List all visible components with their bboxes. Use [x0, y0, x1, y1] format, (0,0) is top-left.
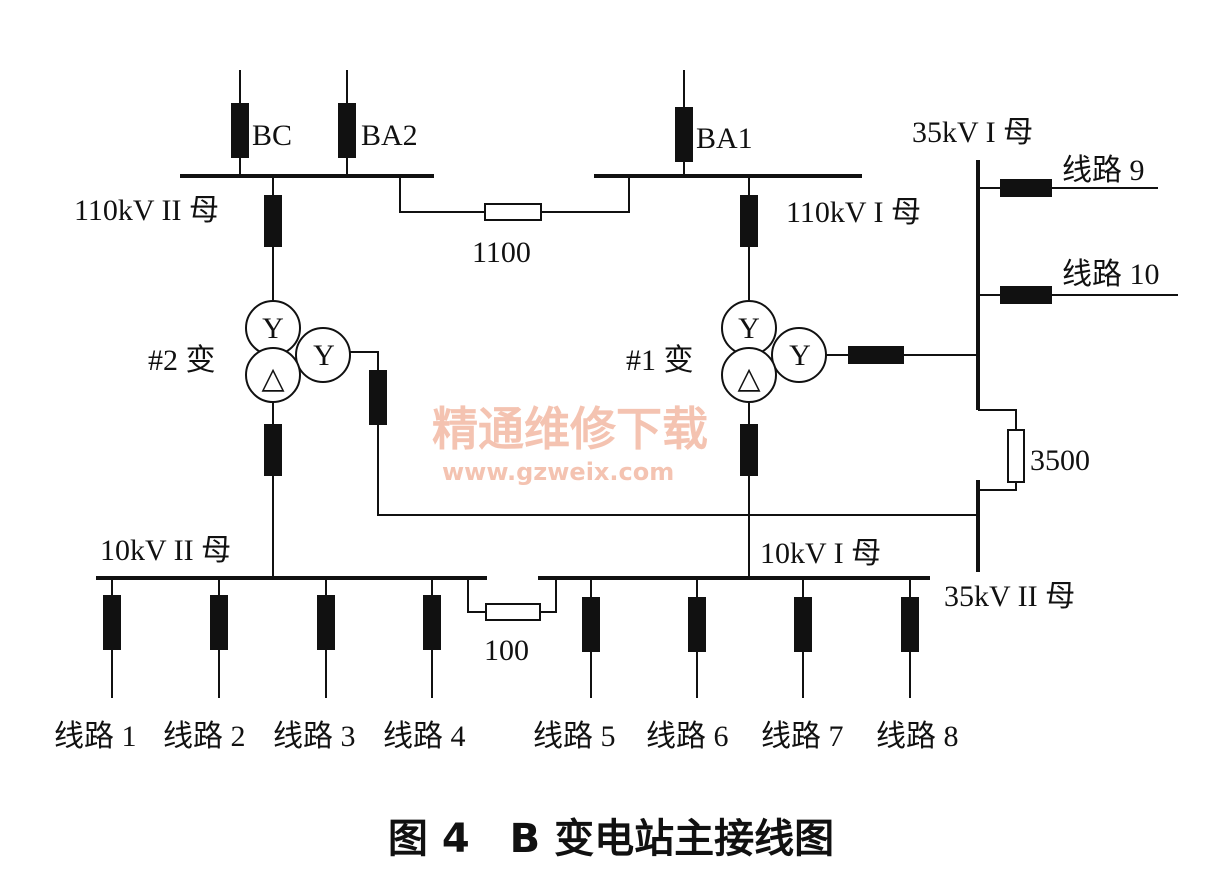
line-1-feeder: [103, 578, 121, 698]
label-line-1: 线路 1: [54, 720, 137, 753]
breaker-line-6: [688, 597, 706, 652]
t1-mv-feeder: [826, 346, 978, 364]
label-ba2: BA2: [361, 119, 418, 152]
line-5-feeder: [582, 578, 600, 698]
watermark-title: 精通维修下载: [432, 402, 708, 456]
line-2-feeder: [210, 578, 228, 698]
breaker-line-3: [317, 595, 335, 650]
label-tie-3500: 3500: [1030, 444, 1090, 477]
wye-symbol-t2-mv: Y: [313, 339, 335, 372]
breaker-t1-hv: [740, 195, 758, 247]
breaker-bc: [231, 103, 249, 158]
label-tie-100: 100: [484, 634, 529, 667]
t2-mv-feeder: [350, 351, 978, 516]
breaker-line-1: [103, 595, 121, 650]
bus-tie-100: [467, 578, 557, 621]
line-9-feeder: [978, 179, 1158, 197]
label-line-7: 线路 7: [761, 720, 844, 753]
label-line-9: 线路 9: [1062, 154, 1145, 187]
label-bus-10kv-i: 10kV I 母: [760, 537, 881, 570]
breaker-ba2: [338, 103, 356, 158]
label-bus-110kv-ii: 110kV II 母: [74, 194, 219, 227]
bus-tie-100-element: [485, 603, 541, 621]
label-bus-35kv-ii: 35kV II 母: [944, 580, 1075, 613]
wye-symbol-t2-hv: Y: [262, 312, 284, 345]
feeder-ba2: [338, 70, 356, 176]
feeder-ba1: [675, 70, 693, 176]
label-line-8: 线路 8: [876, 720, 959, 753]
line-7-feeder: [794, 578, 812, 698]
breaker-line-5: [582, 597, 600, 652]
line-6-feeder: [688, 578, 706, 698]
wye-symbol-t1-hv: Y: [738, 312, 760, 345]
breaker-line-7: [794, 597, 812, 652]
breaker-line-2: [210, 595, 228, 650]
bus-tie-1100-element: [484, 203, 542, 221]
wye-symbol-t1-mv: Y: [789, 339, 811, 372]
line-3-feeder: [317, 578, 335, 698]
label-transformer-1: #1 变: [626, 344, 694, 377]
transformer-2: Y Y △: [245, 300, 351, 403]
breaker-line-4: [423, 595, 441, 650]
bus-tie-3500: [978, 409, 1025, 491]
label-line-10: 线路 10: [1062, 258, 1160, 291]
breaker-line-9: [1000, 179, 1052, 197]
watermark-url: www.gzweix.com: [442, 458, 674, 486]
label-ba1: BA1: [696, 122, 753, 155]
label-transformer-2: #2 变: [148, 344, 216, 377]
breaker-t2-mv: [369, 370, 387, 425]
breaker-line-10: [1000, 286, 1052, 304]
breaker-t1-lv: [740, 424, 758, 476]
line-10-feeder: [978, 286, 1178, 304]
breaker-line-8: [901, 597, 919, 652]
label-line-2: 线路 2: [163, 720, 246, 753]
line-8-feeder: [901, 578, 919, 698]
label-line-4: 线路 4: [383, 720, 466, 753]
feeder-bc: [231, 70, 249, 176]
transformer-1: Y Y △: [721, 300, 827, 403]
label-line-5: 线路 5: [533, 720, 616, 753]
label-bus-110kv-i: 110kV I 母: [786, 196, 921, 229]
delta-symbol-t2-lv: △: [261, 362, 284, 395]
bus-tie-1100: [399, 176, 630, 221]
label-line-3: 线路 3: [273, 720, 356, 753]
label-tie-1100: 1100: [472, 236, 531, 269]
breaker-t2-lv: [264, 424, 282, 476]
breaker-t1-mv: [848, 346, 904, 364]
bus-tie-3500-element: [1007, 429, 1025, 483]
delta-symbol-t1-lv: △: [737, 362, 760, 395]
breaker-t2-hv: [264, 195, 282, 247]
label-bc: BC: [252, 119, 292, 152]
label-bus-10kv-ii: 10kV II 母: [100, 534, 231, 567]
line-4-feeder: [423, 578, 441, 698]
label-bus-35kv-i: 35kV I 母: [912, 116, 1033, 149]
label-line-6: 线路 6: [646, 720, 729, 753]
breaker-ba1: [675, 107, 693, 162]
figure-caption: 图 4 B 变电站主接线图: [388, 816, 834, 862]
